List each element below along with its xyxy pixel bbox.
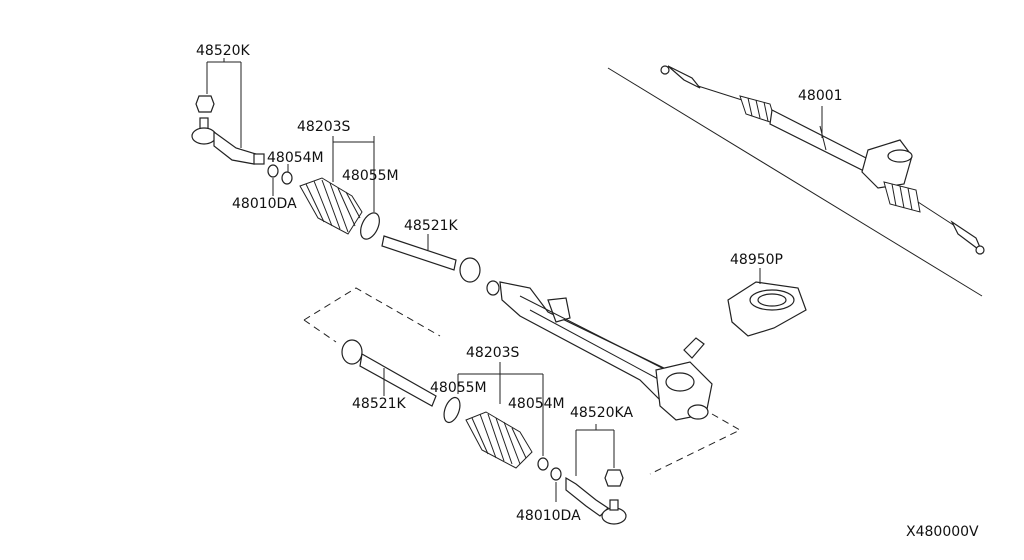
- label-nut-top: 48010DA: [232, 196, 297, 212]
- dashed-guide-left: [303, 287, 441, 337]
- tie-rod-stud-bottom: [609, 499, 619, 511]
- label-band-top: 48055M: [342, 168, 399, 184]
- tie-rod-end-lh-group: 48520K: [191, 43, 265, 165]
- band-top: [360, 212, 380, 240]
- inner-socket-bottom-group: 48521K: [341, 339, 437, 412]
- nut-bottom: [550, 467, 562, 481]
- tie-rod-ball-top: [191, 127, 217, 145]
- boot-top-group: 48203S 48055M: [297, 119, 399, 240]
- label-band-bottom: 48055M: [430, 380, 487, 396]
- assembly-inset: 48001: [607, 65, 985, 297]
- tie-rod-thread-top: [253, 153, 265, 165]
- boot-bottom: [465, 411, 533, 469]
- mount-insulator: 48950P: [727, 252, 807, 337]
- rack-end-right: [687, 404, 709, 420]
- pinion-shaft: [683, 337, 705, 359]
- boot-bottom-group: 48203S 48055M 48054M 48010DA: [430, 345, 581, 524]
- callout-bracket-48520K: [206, 58, 242, 148]
- inset-right-stud: [975, 245, 985, 255]
- dashed-guide-right: [649, 413, 742, 475]
- callout-bracket-48203S-top: [332, 136, 375, 212]
- tie-rod-end-rh-group: 48520KA: [565, 405, 633, 525]
- small-parts-top: 48054M 48010DA: [232, 150, 324, 212]
- label-clamp-bottom: 48054M: [508, 396, 565, 412]
- label-tie-rod-end-rh: 48520KA: [570, 405, 633, 421]
- inner-socket-ball-bottom: [341, 339, 363, 365]
- clamp-top: [281, 171, 293, 185]
- label-boot-top: 48203S: [297, 119, 351, 135]
- label-nut-bottom: 48010DA: [516, 508, 581, 524]
- tie-rod-nut-top: [195, 95, 215, 113]
- inner-socket-ball-top: [459, 257, 481, 283]
- inner-socket-rod-bottom: [359, 353, 437, 407]
- inset-pinion-housing: [887, 149, 913, 163]
- label-tie-rod-end-lh: 48520K: [196, 43, 251, 59]
- label-clamp-top: 48054M: [267, 150, 324, 166]
- rack-end-left: [486, 280, 500, 296]
- inset-left-tie-rod-end: [667, 65, 701, 89]
- label-gear-assy: 48001: [798, 88, 843, 104]
- label-boot-bottom: 48203S: [466, 345, 520, 361]
- steering-rack: [486, 280, 713, 421]
- inset-left-stud: [660, 65, 670, 75]
- rack-mount-left: [547, 297, 571, 323]
- diagram-code: X480000V: [906, 524, 979, 540]
- inset-rack-tube: [769, 109, 871, 173]
- callout-bracket-48520KA: [575, 424, 615, 476]
- tie-rod-arm-top: [213, 130, 257, 165]
- band-bottom: [443, 396, 461, 424]
- inner-socket-rod-top: [381, 235, 457, 271]
- label-inner-socket-top: 48521K: [404, 218, 459, 234]
- inset-divider-line: [607, 67, 983, 297]
- label-inner-socket-bottom: 48521K: [352, 396, 407, 412]
- pinion-opening: [665, 372, 695, 392]
- inset-gear-housing: [861, 139, 913, 189]
- boot-top: [299, 177, 363, 235]
- inner-socket-top-group: 48521K: [381, 218, 481, 283]
- callout-bracket-48203S-bottom: [457, 362, 544, 456]
- clamp-bottom: [537, 457, 549, 471]
- nut-top: [267, 164, 279, 178]
- label-mount-insulator: 48950P: [730, 252, 783, 268]
- tie-rod-nut-bottom: [604, 469, 624, 487]
